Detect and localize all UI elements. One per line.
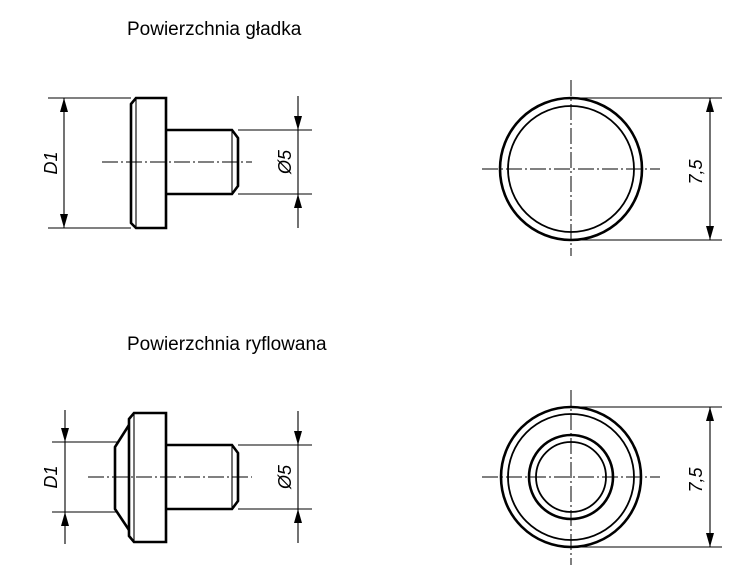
arrow-icon	[706, 407, 714, 421]
arrow-icon	[294, 116, 302, 130]
arrow-icon	[294, 194, 302, 208]
arrow-icon	[706, 533, 714, 547]
arrow-icon	[706, 98, 714, 112]
dimension-label-outer: 7,5	[686, 467, 706, 493]
arrow-icon	[60, 214, 68, 228]
dimension-label-pin: Ø5	[275, 149, 295, 175]
arrow-icon	[706, 226, 714, 240]
side-view-knurled: D1 Ø5	[41, 410, 312, 544]
section-knurled: Powierzchnia ryflowana D1	[41, 334, 722, 565]
dimension-label-pin: Ø5	[275, 464, 295, 490]
arrow-icon	[61, 512, 69, 526]
dimension-label-d1: D1	[41, 465, 61, 488]
section-title-knurled: Powierzchnia ryflowana	[127, 334, 327, 355]
side-view-smooth: D1 Ø5	[41, 96, 312, 230]
section-smooth: Powierzchnia gładka D1 Ø5	[41, 19, 722, 256]
section-title-smooth: Powierzchnia gładka	[127, 19, 302, 40]
cone-outline	[113, 424, 131, 531]
dimension-label-d1: D1	[41, 151, 61, 174]
dimension-label-outer: 7,5	[686, 159, 706, 185]
arrow-icon	[294, 509, 302, 523]
front-view-smooth: 7,5	[482, 80, 722, 256]
arrow-icon	[294, 431, 302, 445]
arrow-icon	[60, 98, 68, 112]
front-view-knurled: 7,5	[482, 390, 722, 565]
arrow-icon	[61, 428, 69, 442]
